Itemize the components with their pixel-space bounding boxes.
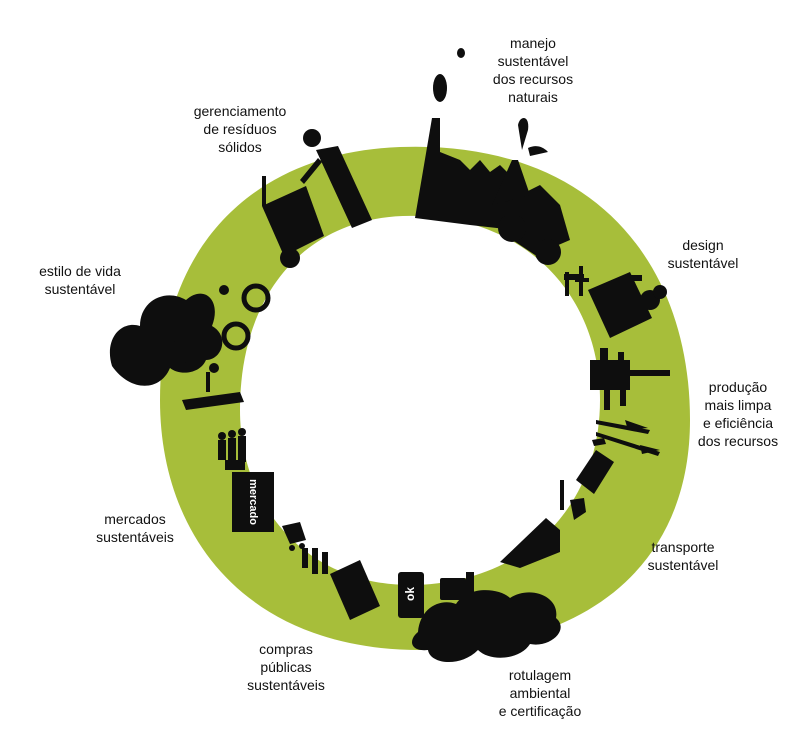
factory-icon [415,48,515,230]
document-icon [398,572,466,618]
label-design: design sustentável [667,237,739,271]
label-residuos: gerenciamento de resíduos sólidos [193,103,287,155]
label-rotulagem: rotulagem ambiental e certificação [498,667,582,719]
silhouettes [109,48,670,663]
ok-badge-text: ok [403,587,417,601]
tree-icon [412,572,561,663]
tree-icon [109,293,223,386]
ship-icon [500,498,586,568]
airplane-icon [625,420,660,454]
mercado-badge-text: mercado [247,479,259,525]
people-icon [218,428,246,470]
person-icon [182,363,244,410]
plant-icon [590,348,670,410]
building-icon [330,560,380,620]
worker-icon [300,129,372,228]
truck-icon [262,176,324,268]
label-manejo: manejo sustentável dos recursos naturais [492,35,574,105]
building-icon [588,272,667,338]
ok-badge: ok [403,587,417,601]
label-compras: compras públicas sustentáveis [247,641,325,693]
shopping-cart-icon [282,522,328,574]
chair-icon [564,266,589,296]
tractor-icon [492,118,570,265]
bicycle-icon [219,283,271,351]
mercado-badge: mercado [232,472,274,532]
bus-icon [560,450,614,510]
label-estilo: estilo de vida sustentável [39,263,121,297]
label-transporte: transporte sustentável [647,539,719,573]
ring [160,146,690,650]
label-producao: produção mais limpa e eficiência dos rec… [697,379,779,449]
label-mercados: mercados sustentáveis [96,511,174,545]
